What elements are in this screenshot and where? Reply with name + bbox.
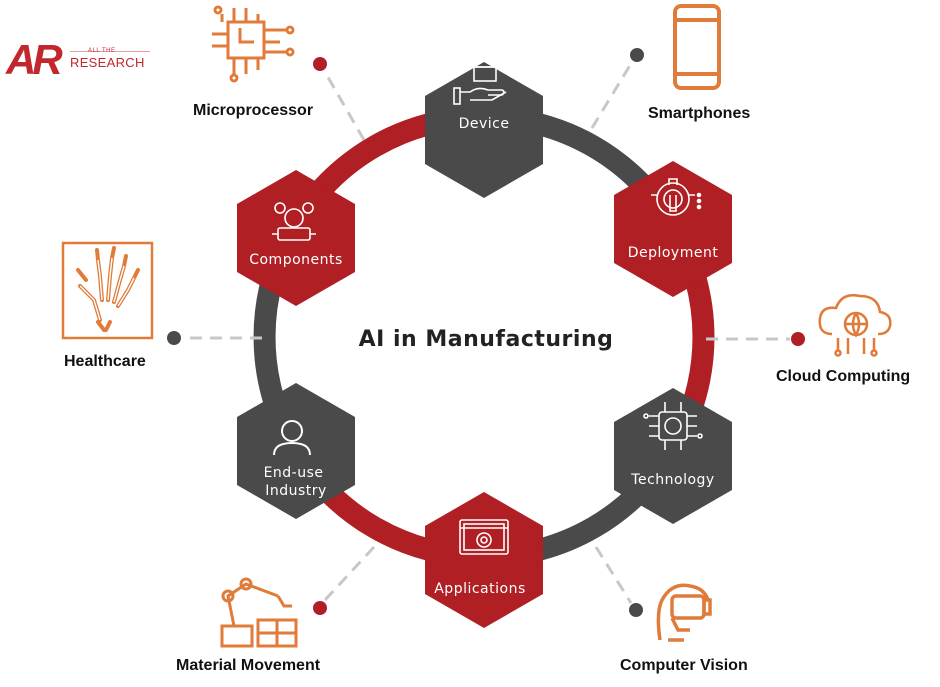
hex-device-label: Device xyxy=(459,116,510,132)
hand-box-icon xyxy=(453,66,507,105)
hex-technology-label: Technology xyxy=(630,472,714,488)
robot-arm-icon xyxy=(220,577,298,648)
brain-chip-icon xyxy=(643,402,703,450)
connector-cloud-computing xyxy=(706,332,805,346)
app-window-gear-icon xyxy=(459,519,509,555)
circuit-chip-icon xyxy=(212,5,295,83)
label-smartphones: Smartphones xyxy=(648,105,751,122)
logo-text-big: RESEARCH xyxy=(70,55,145,70)
center-title: AI in Manufacturing xyxy=(359,327,614,352)
coin-card-icon xyxy=(272,202,316,241)
hex-components-label: Components xyxy=(249,252,343,268)
hex-technology[interactable]: Technology xyxy=(614,388,732,524)
hex-applications-label: Applications xyxy=(434,581,526,597)
connector-microprocessor xyxy=(313,57,366,141)
hand-xray-icon xyxy=(61,241,154,340)
logo-divider xyxy=(70,51,150,52)
label-material-movement: Material Movement xyxy=(176,657,321,674)
gear-wrench-icon xyxy=(651,178,702,216)
hex-end-use-industry-label: End-use Industry xyxy=(264,465,329,499)
hex-deployment-label: Deployment xyxy=(628,245,719,261)
logo-mark: AR xyxy=(6,36,63,83)
smartphone-icon xyxy=(673,4,721,90)
connector-material-movement xyxy=(313,545,376,615)
cloud-globe-icon xyxy=(818,294,892,357)
user-icon xyxy=(273,420,311,456)
all-the-research-logo: AR ALL THE RESEARCH xyxy=(6,36,150,86)
connector-computer-vision xyxy=(594,546,643,617)
label-microprocessor: Microprocessor xyxy=(193,102,314,119)
logo-text-small: ALL THE xyxy=(88,48,116,54)
connector-healthcare xyxy=(167,331,262,345)
hex-deployment[interactable]: Deployment xyxy=(614,161,732,297)
hex-applications[interactable]: Applications xyxy=(425,492,543,628)
hex-device[interactable]: Device xyxy=(425,62,543,198)
label-computer-vision: Computer Vision xyxy=(620,657,748,674)
hex-components[interactable]: Components xyxy=(237,170,355,306)
label-healthcare: Healthcare xyxy=(64,353,146,370)
label-cloud-computing: Cloud Computing xyxy=(776,368,911,385)
connector-smartphones xyxy=(590,48,644,129)
hex-end-use-industry[interactable]: End-use Industry xyxy=(237,383,355,519)
vr-headset-icon xyxy=(656,583,712,642)
